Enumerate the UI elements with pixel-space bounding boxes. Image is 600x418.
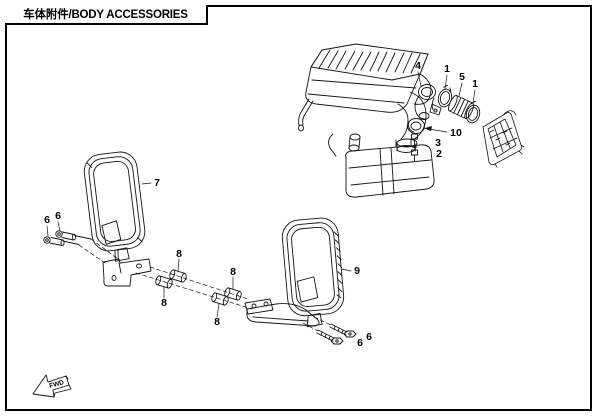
part-callout-1: 1 — [444, 62, 450, 75]
title-box: 车体附件/BODY ACCESSORIES — [5, 5, 208, 25]
callout-leader-lines — [46, 71, 476, 318]
part-callout-8: 8 — [161, 296, 167, 309]
left-mirror-bolts — [43, 230, 92, 247]
part-callout-8: 8 — [176, 247, 182, 260]
right-mirror-arm — [244, 298, 320, 327]
part-callout-9: 9 — [354, 264, 360, 277]
part-callout-6: 6 — [366, 330, 372, 343]
arrow-head-10 — [424, 126, 432, 131]
part-callout-6: 6 — [55, 209, 61, 222]
part-callout-6: 6 — [44, 213, 50, 226]
bushing-8b — [169, 269, 187, 283]
part-callout-2: 2 — [436, 147, 442, 160]
page-title: 车体附件/BODY ACCESSORIES — [23, 9, 188, 21]
right-mirror-bolts — [316, 323, 357, 345]
assembly-dashed-lines — [78, 238, 332, 332]
intake-grille-panel — [482, 110, 525, 168]
left-mirror-part7 — [83, 151, 146, 262]
corrugated-hose-part5 — [447, 94, 475, 120]
part-callout-8: 8 — [230, 265, 236, 278]
part-callout-7: 7 — [154, 176, 160, 189]
part-callout-10: 10 — [450, 126, 462, 139]
part-callout-6: 6 — [357, 336, 363, 349]
duct-elbow-part4 — [414, 84, 442, 120]
breather-pipe — [298, 98, 361, 157]
hose-clamp-1b — [465, 100, 481, 124]
left-mirror-bracket — [102, 258, 152, 287]
air-filter-box — [305, 43, 432, 113]
part-callout-3: 3 — [435, 136, 441, 149]
page-border — [5, 5, 592, 411]
fwd-label: FWD — [49, 379, 65, 390]
resonator-box — [345, 138, 435, 198]
part-callout-4: 4 — [415, 59, 421, 72]
fwd-arrow — [32, 374, 72, 398]
part-callout-5: 5 — [459, 70, 465, 83]
part-callout-8: 8 — [214, 315, 220, 328]
pipe-fitting-part10 — [407, 118, 425, 134]
part-callout-1: 1 — [472, 77, 478, 90]
right-mirror-part9 — [281, 217, 345, 328]
stud-bolts-part3-part2 — [411, 133, 418, 162]
